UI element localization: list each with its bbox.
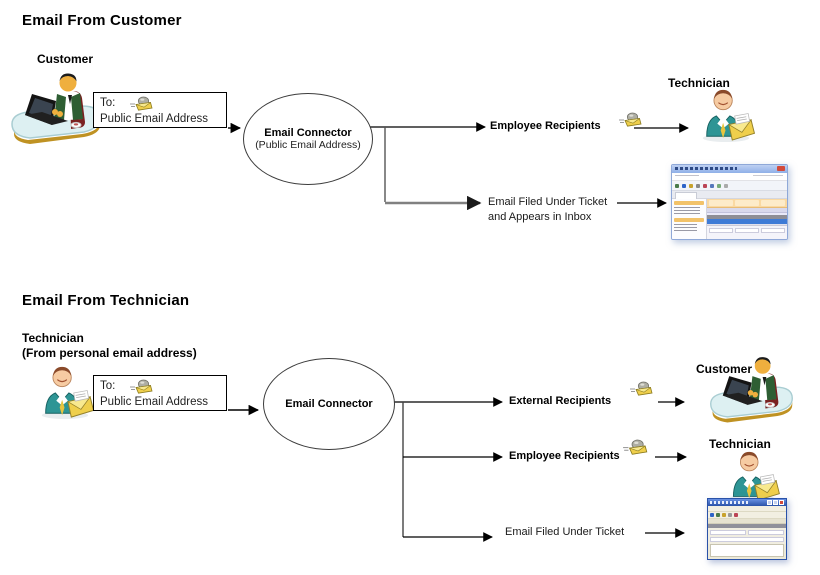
sending-mail-icon	[630, 381, 653, 396]
mini-menubar	[708, 506, 786, 512]
email-filed-label-line2: and Appears in Inbox	[488, 211, 592, 223]
mini-splitter	[707, 215, 787, 220]
sending-mail-icon	[130, 96, 153, 111]
mini-left-tree-panel	[672, 199, 707, 239]
customer-target-label: Customer	[696, 362, 753, 376]
sending-mail-icon	[130, 379, 153, 394]
mini-filter-row	[707, 199, 787, 208]
mini-selected-row	[707, 219, 787, 224]
mini-notes-box	[710, 544, 784, 557]
technician-sender-sublabel: (From personal email address)	[22, 346, 197, 360]
mini-grid-header	[707, 208, 787, 213]
mini-window-titlebar	[708, 499, 786, 506]
mini-close-button	[777, 166, 785, 171]
email-connector-node: Email Connector	[263, 358, 395, 450]
mini-tabrow	[672, 191, 787, 199]
mini-grid-header	[708, 519, 786, 524]
connector-name: Email Connector	[285, 398, 373, 410]
mini-detail-form	[707, 226, 787, 239]
mini-detail-form	[708, 528, 786, 544]
email-filed-label: Email Filed Under Ticket	[505, 526, 625, 538]
technician-target-label: Technician	[709, 437, 771, 451]
to-address-box: To: Public Email Address	[93, 375, 227, 411]
employee-recipients-label: Employee Recipients	[509, 450, 620, 462]
technician-with-envelope-icon	[41, 366, 94, 420]
email-connector-node: Email Connector (Public Email Address)	[243, 93, 373, 185]
to-address-value: Public Email Address	[100, 113, 209, 125]
helpdesk-ticket-app-screenshot	[707, 498, 787, 560]
customer-sender-label: Customer	[37, 52, 94, 66]
sending-mail-icon	[619, 112, 642, 127]
technician-with-envelope-icon	[702, 89, 755, 142]
to-address-value: Public Email Address	[100, 396, 209, 408]
external-recipients-label: External Recipients	[509, 395, 612, 407]
technician-target-label: Technician	[668, 76, 730, 90]
customer-at-laptop-icon	[710, 357, 793, 423]
helpdesk-inbox-app-screenshot	[671, 164, 788, 240]
connector-detail: (Public Email Address)	[255, 139, 361, 151]
mini-window-titlebar	[672, 165, 787, 173]
mini-toolbar	[708, 512, 786, 519]
connector-name: Email Connector	[264, 127, 352, 139]
technician-sender-label: Technician	[22, 331, 84, 345]
email-filed-label-line1: Email Filed Under Ticket	[488, 196, 608, 208]
mini-toolbar	[672, 181, 787, 191]
mini-grid-rows	[707, 213, 787, 224]
section-title-email-from-customer: Email From Customer	[22, 12, 182, 29]
employee-recipients-label: Employee Recipients	[490, 120, 601, 132]
mini-splitter	[708, 524, 786, 528]
sending-mail-icon	[623, 439, 648, 455]
technician-with-envelope-icon	[729, 451, 780, 502]
to-address-box: To: Public Email Address	[93, 92, 227, 128]
to-label: To:	[100, 380, 116, 392]
section-title-email-from-technician: Email From Technician	[22, 292, 190, 309]
mini-menubar	[672, 173, 787, 181]
to-label: To:	[100, 97, 116, 109]
customer-at-laptop-icon	[11, 73, 101, 144]
